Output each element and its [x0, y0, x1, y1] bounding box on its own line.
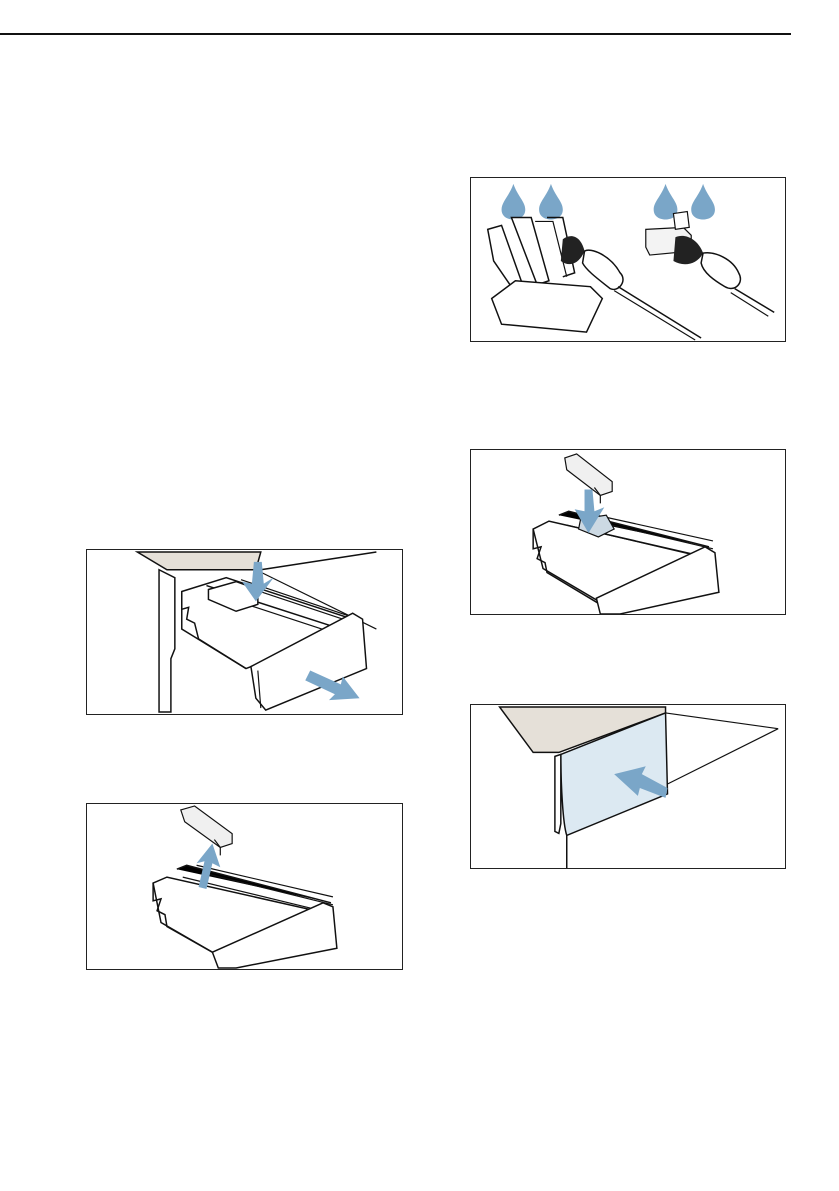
illustration-push-drawer-in [470, 704, 786, 869]
water-drop-icon [539, 184, 563, 220]
illustration-remove-insert [86, 803, 403, 970]
illustration-pull-out-drawer [86, 549, 403, 715]
illustration-clean-with-brush [470, 177, 786, 342]
water-drop-icon [502, 184, 526, 220]
water-drop-icon [691, 184, 715, 220]
header-rule [0, 33, 791, 35]
illustration-refit-insert [470, 449, 786, 615]
drawer-pull-out-icon [87, 550, 402, 714]
insert-refit-icon [471, 450, 785, 614]
insert-remove-icon [87, 804, 402, 969]
brush-cleaning-icon [471, 178, 785, 341]
drawer-push-in-icon [471, 705, 785, 868]
